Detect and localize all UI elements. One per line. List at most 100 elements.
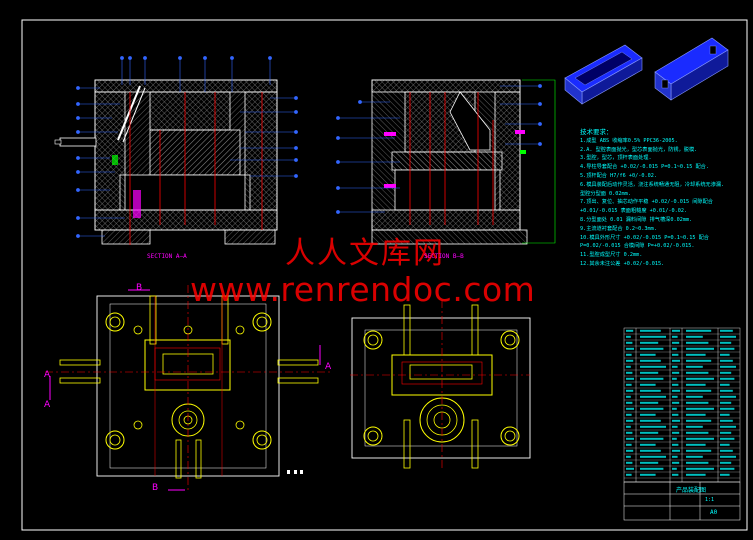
parts-list-cell-text [626, 431, 633, 434]
parts-list-cell-text [720, 401, 732, 404]
notes-line: 10.模具外形尺寸 +0.02/-0.015 P=0.1~0.15 配合 [580, 234, 709, 241]
parts-list-cell-text [626, 383, 632, 386]
parts-list-cell-text [720, 473, 730, 476]
parts-list-cell-text [686, 395, 703, 398]
watermark-url: www.renrendoc.com [190, 270, 536, 309]
parts-list-cell-text [640, 389, 661, 392]
parts-list-cell-text [686, 347, 714, 350]
parts-list-cell-text [672, 395, 678, 398]
parts-list-cell-text [686, 473, 706, 476]
parts-list-cell-text [672, 383, 679, 386]
parts-list-cell-text [686, 389, 712, 392]
parts-list-cell-text [640, 383, 656, 386]
notes-line: 7.顶出、复位、抽芯动作平稳 +0.02/-0.015 间隙配合 [580, 199, 713, 206]
notes-line: 5.顶杆配合 H7/f6 +0/-0.02. [580, 172, 657, 179]
parts-list-cell-text [720, 329, 733, 332]
notes-line: 2.A. 型腔表面抛光，型芯表面抛光，防锈，脱模. [580, 146, 698, 153]
parts-list-cell-text [640, 467, 664, 470]
parts-list-cell-text [720, 407, 735, 410]
technical-requirements: 技术要求： 1.成型 ABS 收缩率0.5% PPC36-2005.2.A. 型… [580, 128, 750, 269]
parts-list-cell-text [626, 437, 634, 440]
parts-list-cell-text [640, 443, 656, 446]
section-a-a-view [54, 79, 278, 245]
notes-line: 6.模具装配后动作灵活，浇注系统畅通无阻，冷却系统无渗漏. [580, 181, 725, 188]
parts-list-cell-text [720, 335, 736, 338]
parts-list-cell-text [640, 347, 664, 350]
parts-list-cell-text [626, 347, 634, 350]
parts-list-cell-text [672, 437, 677, 440]
parts-list-cell-text [640, 455, 666, 458]
parts-list-cell-text [686, 353, 706, 356]
parts-list-cell-text [720, 449, 733, 452]
parts-list-cell-text [640, 353, 656, 356]
parts-list-cell-text [626, 359, 634, 362]
parts-list-cell-text [686, 461, 709, 464]
plan-view-moving-half [45, 285, 330, 491]
parts-list-table [623, 327, 741, 483]
parts-list-cell-text [686, 449, 712, 452]
cut-letter-b-bottom: B [152, 483, 159, 493]
parts-list-cell-text [672, 473, 679, 476]
parts-list-cell-text [640, 329, 661, 332]
cut-letter-b-top: B [136, 283, 143, 293]
cut-letter-a-lower: A [44, 400, 51, 410]
parts-list-cell-text [720, 371, 732, 374]
parts-list-cell-text [626, 377, 634, 380]
parts-list-cell-text [626, 473, 632, 476]
parts-list-cell-text [672, 335, 678, 338]
parts-list-cell-text [672, 431, 680, 434]
parts-list-cell-text [640, 473, 656, 476]
parts-list-cell-text [672, 413, 679, 416]
parts-list-cell-text [640, 449, 661, 452]
drawing-title: 产品装配图 [676, 487, 707, 494]
section-a-a-leaders [76, 56, 298, 238]
parts-list-cell-text [626, 329, 634, 332]
parts-list-cell-text [626, 335, 631, 338]
notes-line: +0.01/-0.015 表面粗糙度 +0.01/-0.02. [580, 208, 688, 215]
parts-list-cell-text [720, 341, 732, 344]
cut-letter-a-upper: A [44, 370, 51, 380]
parts-list-cell-text [686, 383, 706, 386]
parts-list-cell-text [686, 419, 712, 422]
parts-list-cell-text [672, 389, 680, 392]
parts-list-cell-text [640, 395, 666, 398]
parts-list-cell-text [640, 425, 666, 428]
title-block [623, 481, 741, 521]
parts-list-cell-text [626, 371, 633, 374]
parts-list-cell-text [720, 377, 735, 380]
drawing-scale: 1:1 [705, 497, 715, 503]
drawing-border [21, 19, 748, 531]
parts-list-cell-text [640, 335, 666, 338]
parts-list-cell-text [672, 371, 680, 374]
parts-list-cell-text [686, 443, 706, 446]
section-a-a-label: SECTION A—A [147, 253, 187, 260]
parts-list-cell-text [626, 443, 632, 446]
parts-list-cell-text [720, 455, 736, 458]
part-3d-render-2 [654, 37, 729, 101]
parts-list-cell-text [672, 443, 679, 446]
section-b-b-view [371, 79, 528, 245]
parts-list-cell-text [640, 437, 664, 440]
parts-list-cell-text [640, 461, 659, 464]
parts-list-cell-text [686, 335, 703, 338]
notes-line: 8.分型面处 0.01 漏料间隙 排气槽深0.02mm. [580, 216, 693, 223]
parts-list-cell-text [686, 377, 714, 380]
parts-list-cell-text [686, 431, 709, 434]
parts-list-cell-text [672, 329, 680, 332]
parts-list-cell-text [672, 455, 678, 458]
parts-list-cell-text [672, 419, 680, 422]
parts-list-cell-text [640, 377, 664, 380]
parts-list-cell-text [640, 401, 659, 404]
parts-list-cell-text [686, 425, 703, 428]
notes-line: 3.型腔，型芯，顶杆表面处理. [580, 155, 652, 162]
parts-list-cell-text [626, 425, 631, 428]
parts-list-cell-text [686, 467, 714, 470]
parts-list-cell-text [626, 413, 632, 416]
parts-list-cell-text [672, 377, 677, 380]
parts-list-cell-text [672, 407, 677, 410]
parts-list-cell-text [672, 467, 677, 470]
notes-line: 9.主流道衬套配合 0.2~0.3mm. [580, 225, 657, 232]
parts-list-cell-text [720, 359, 733, 362]
